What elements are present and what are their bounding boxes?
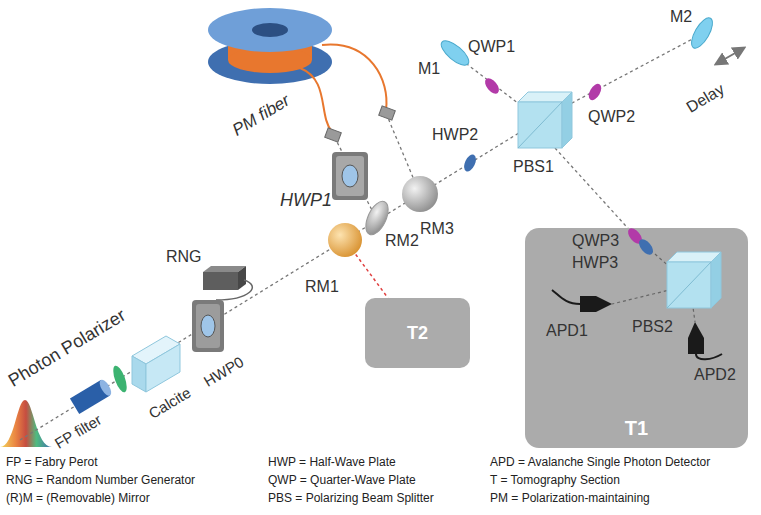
legend-definition: PM = Polarization-maintaining xyxy=(490,492,650,506)
component-label: FP filter xyxy=(52,411,105,452)
component-label: HWP0 xyxy=(201,353,247,390)
component-label: RM1 xyxy=(305,278,339,296)
component-label: RM2 xyxy=(385,232,419,250)
legend-definition: FP = Fabry Perot xyxy=(6,456,97,470)
legend-definition: HWP = Half-Wave Plate xyxy=(268,456,396,470)
component-label: M1 xyxy=(418,60,440,78)
legend-definition: QWP = Quarter-Wave Plate xyxy=(268,474,416,488)
tomography-panel: T1 xyxy=(525,228,748,448)
component-label: PBS1 xyxy=(513,158,554,176)
section-label: T1 xyxy=(625,417,648,440)
component-label: M2 xyxy=(670,8,692,26)
legend-definition: T = Tomography Section xyxy=(490,474,620,488)
legend-definition: APD = Avalanche Single Photon Detector xyxy=(490,456,710,470)
component-label: HWP2 xyxy=(432,126,478,144)
component-label: RNG xyxy=(166,248,202,266)
component-label: RM3 xyxy=(420,220,454,238)
section-label: T2 xyxy=(407,323,428,344)
component-label: QWP1 xyxy=(468,38,515,56)
component-label: Calcite xyxy=(146,384,194,422)
component-label: HWP1 xyxy=(280,190,332,211)
component-label: PM fiber xyxy=(229,91,293,140)
legend-definition: PBS = Polarizing Beam Splitter xyxy=(268,492,434,506)
component-label: Photon Polarizer xyxy=(5,305,130,391)
legend-definition: RNG = Random Number Generator xyxy=(6,474,195,488)
tomography-box: T2 xyxy=(365,298,470,368)
component-label: Delay xyxy=(683,80,728,117)
component-label: QWP2 xyxy=(588,108,635,126)
legend-definition: (R)M = (Removable) Mirror xyxy=(6,492,150,506)
